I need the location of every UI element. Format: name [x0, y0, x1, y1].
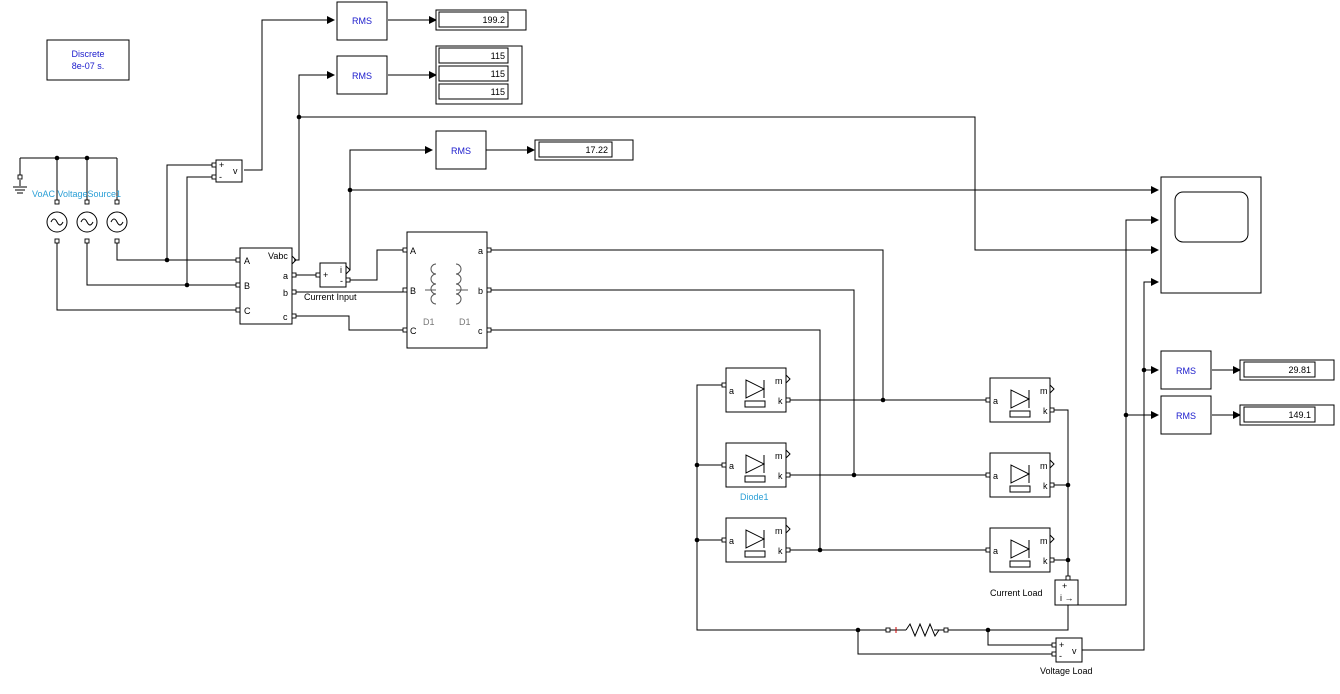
diode-right-2[interactable]: m k a	[985, 452, 1055, 498]
display-2[interactable]: 115 115 115	[435, 45, 523, 105]
rms-block-3[interactable]: RMS	[435, 130, 487, 170]
measure-out-c: c	[283, 312, 288, 322]
powergui-block[interactable]: Discrete 8e-07 s.	[46, 39, 130, 81]
svg-text:m: m	[775, 451, 783, 461]
ground-icon[interactable]	[13, 174, 27, 194]
measure-in-b: B	[244, 281, 250, 291]
svg-text:k: k	[778, 546, 783, 556]
diode-caption: Diode1	[740, 492, 769, 502]
svg-text:a: a	[993, 546, 998, 556]
svg-text:m: m	[775, 526, 783, 536]
transformer-in-c: C	[410, 326, 417, 336]
rms-4-label: RMS	[1176, 366, 1196, 376]
svg-text:+: +	[219, 160, 224, 170]
rms-2-label: RMS	[352, 71, 372, 81]
display-1[interactable]: 199.2	[435, 9, 527, 31]
display-4-value: 29.81	[1288, 365, 1311, 375]
voltage-load-block[interactable]: + - v Voltage Load	[1040, 637, 1093, 676]
powergui-line1: Discrete	[71, 49, 104, 59]
diode-left-3[interactable]: m k a	[721, 517, 791, 563]
diode-right-1[interactable]: m k a	[985, 377, 1055, 423]
current-load-label: Current Load	[990, 588, 1043, 598]
three-phase-transformer[interactable]: A B C a b c D1 D1	[402, 231, 492, 349]
rms-3-label: RMS	[451, 146, 471, 156]
svg-text:k: k	[778, 471, 783, 481]
display-3[interactable]: 17.22	[534, 139, 634, 161]
diode-left-1[interactable]: m k a	[721, 367, 791, 413]
svg-text:m: m	[1040, 386, 1048, 396]
svg-text:a: a	[993, 396, 998, 406]
transformer-winding-2: D1	[459, 317, 471, 327]
svg-text:k: k	[778, 396, 783, 406]
svg-text:a: a	[729, 536, 734, 546]
svg-text:a: a	[729, 461, 734, 471]
transformer-out-c: c	[478, 326, 483, 336]
transformer-coil-icon	[425, 263, 468, 305]
svg-text:k: k	[1043, 481, 1048, 491]
voltage-load-label: Voltage Load	[1040, 666, 1093, 676]
measure-in-c: C	[244, 306, 251, 316]
rms-block-2[interactable]: RMS	[336, 55, 388, 95]
sources-overlapped-caption: VoAC VoltageSource1	[32, 189, 121, 199]
three-phase-measurement[interactable]: Vabc A B C a b c	[235, 247, 297, 325]
svg-text:+: +	[323, 270, 328, 280]
junction-dots	[54, 114, 1147, 633]
measure-out-b: b	[283, 288, 288, 298]
measure-in-a: A	[244, 256, 250, 266]
display-5[interactable]: 149.1	[1239, 404, 1335, 426]
display-1-value: 199.2	[482, 15, 505, 25]
current-input-label: Current Input	[304, 292, 357, 302]
ac-source-2[interactable]	[76, 199, 98, 244]
voltage-load-sign: v	[1072, 646, 1077, 656]
powergui-line2: 8e-07 s.	[72, 61, 105, 71]
ac-source-1[interactable]	[46, 199, 68, 244]
rms-5-label: RMS	[1176, 411, 1196, 421]
diode-left-2[interactable]: m k a Diode1	[721, 442, 791, 502]
svg-text:m: m	[1040, 461, 1048, 471]
svg-text:+: +	[1059, 640, 1064, 650]
svg-text:-: -	[340, 276, 343, 286]
ac-voltage-sources[interactable]: VoAC VoltageSource1	[32, 189, 128, 244]
rms-block-1[interactable]: RMS	[336, 1, 388, 41]
svg-text:k: k	[1043, 406, 1048, 416]
display-5-value: 149.1	[1288, 410, 1311, 420]
scope-block[interactable]	[1160, 176, 1262, 294]
signal-wires	[19, 16, 1241, 655]
transformer-in-b: B	[410, 286, 416, 296]
scope-screen-icon	[1174, 191, 1249, 243]
svg-text:i →: i →	[1060, 593, 1074, 603]
rms-1-label: RMS	[352, 16, 372, 26]
rms-block-4[interactable]: RMS	[1160, 350, 1212, 390]
current-input-block[interactable]: + i - Current Input	[304, 262, 357, 302]
current-load-block[interactable]: + i → Current Load	[990, 575, 1079, 606]
voltmeter-top-label: v	[233, 166, 238, 176]
voltage-measurement-top[interactable]: + - v	[211, 159, 243, 183]
ac-source-3[interactable]	[106, 199, 128, 244]
svg-text:a: a	[729, 386, 734, 396]
transformer-out-b: b	[478, 286, 483, 296]
transformer-in-a: A	[410, 246, 416, 256]
transformer-winding-1: D1	[423, 317, 435, 327]
display-3-value: 17.22	[585, 145, 608, 155]
svg-text:-: -	[1059, 651, 1062, 661]
svg-text:k: k	[1043, 556, 1048, 566]
load-resistor[interactable]	[885, 622, 949, 638]
display-2-value-2: 115	[491, 69, 505, 79]
rms-block-5[interactable]: RMS	[1160, 395, 1212, 435]
svg-text:+: +	[1062, 581, 1067, 591]
svg-text:m: m	[1040, 536, 1048, 546]
svg-text:m: m	[775, 376, 783, 386]
measure-vabc: Vabc	[268, 251, 288, 261]
display-2-value-1: 115	[491, 51, 505, 61]
display-4[interactable]: 29.81	[1239, 359, 1335, 381]
measure-out-a: a	[283, 271, 288, 281]
svg-text:a: a	[993, 471, 998, 481]
svg-text:-: -	[219, 172, 222, 182]
display-2-value-3: 115	[491, 87, 505, 97]
diode-right-3[interactable]: m k a	[985, 527, 1055, 573]
transformer-out-a: a	[478, 246, 483, 256]
current-input-sign: i	[340, 265, 342, 275]
